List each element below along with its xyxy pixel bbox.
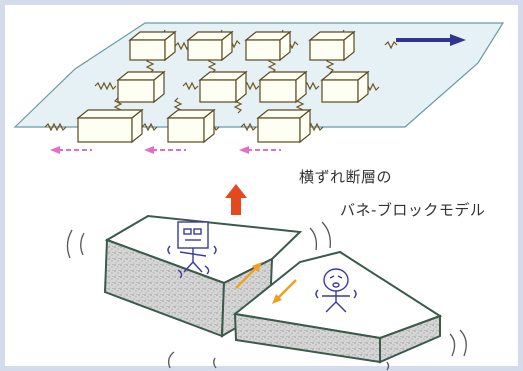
- slip-arrow-icon: [235, 262, 297, 304]
- caption-line-1: 横ずれ断層の: [299, 168, 393, 186]
- block: [166, 108, 216, 144]
- block: [198, 70, 248, 104]
- arrow-up-icon: [225, 184, 247, 215]
- dashed-arrow-left-icon: [50, 146, 281, 154]
- block: [256, 108, 312, 144]
- arrow-right-icon: [396, 34, 466, 46]
- block: [116, 70, 166, 104]
- shake-marks: [66, 221, 467, 371]
- blocks: [76, 30, 370, 144]
- block: [308, 30, 356, 62]
- block: [320, 70, 370, 104]
- caption-line-2: バネ-ブロックモデル: [340, 201, 486, 219]
- block: [186, 30, 234, 62]
- block: [128, 30, 177, 62]
- startled-figure: [315, 268, 357, 313]
- block: [258, 70, 308, 104]
- block: [76, 108, 144, 144]
- shaking-robot-figure: [167, 221, 217, 279]
- block: [244, 30, 292, 62]
- right-fault-block: [232, 250, 443, 364]
